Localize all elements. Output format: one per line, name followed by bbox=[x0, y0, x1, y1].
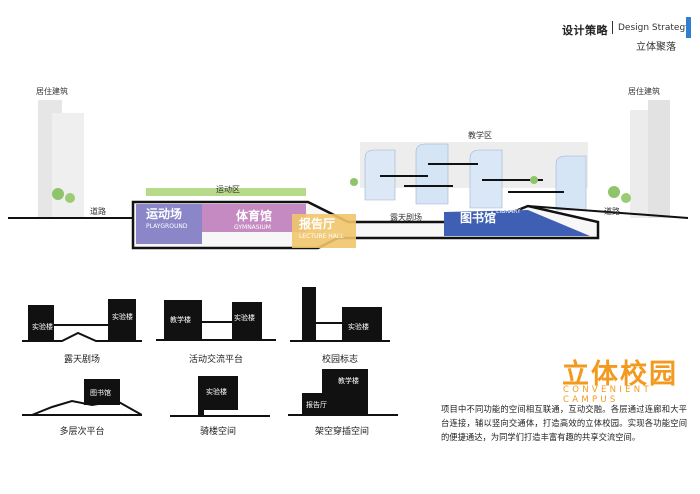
open-theater-label: 露天剧场 bbox=[390, 213, 422, 222]
thumb3-label-1: 实验楼 bbox=[348, 322, 369, 331]
tree-5 bbox=[350, 178, 358, 186]
thumb-campus-landmark: 实验楼 bbox=[290, 287, 390, 342]
thumb1-ground bbox=[22, 331, 142, 342]
zone-library-en: LIBRARY bbox=[496, 208, 521, 215]
zone-lecture-en: LECTURE HALL bbox=[299, 233, 344, 240]
campus-description: 项目中不同功能的空间相互联通，互动交融。各层通过连廊和大平台连接，辅以竖向交通体… bbox=[441, 404, 687, 442]
thumb-open-theater: 实验楼 实验楼 bbox=[22, 299, 142, 342]
tree-3 bbox=[608, 186, 620, 198]
zone-playground-cn: 运动场 bbox=[146, 207, 182, 221]
header-accent-bar bbox=[686, 17, 691, 38]
zone-gymnasium-cn: 体育馆 bbox=[236, 208, 272, 223]
thumb1-label-2: 实验楼 bbox=[112, 312, 133, 321]
header-subtitle: 立体聚落 bbox=[636, 42, 676, 53]
campus-title-en: CONVENIENT CAMPUS bbox=[563, 385, 652, 405]
thumb2-label-1: 教学楼 bbox=[170, 315, 191, 324]
zone-library-panel bbox=[444, 210, 590, 236]
teaching-building-4 bbox=[555, 155, 587, 211]
tree-1 bbox=[52, 188, 64, 200]
thumb-elevated-space: 教学楼 报告厅 bbox=[288, 369, 398, 416]
thumb4-label-1: 图书馆 bbox=[90, 388, 111, 397]
thumb2-caption: 活动交流平台 bbox=[188, 355, 243, 365]
teaching-building-2 bbox=[415, 143, 449, 205]
right-residential-tower-back bbox=[648, 100, 670, 218]
sports-area-label: 运动区 bbox=[216, 184, 240, 194]
thumb5-caption: 骑楼空间 bbox=[199, 427, 236, 437]
sports-field-green bbox=[146, 188, 306, 196]
road-right-label: 道路 bbox=[604, 206, 620, 216]
tree-2 bbox=[65, 193, 75, 203]
zone-library-cn: 图书馆 bbox=[460, 210, 496, 225]
thumb-multilevel-platform: 图书馆 bbox=[22, 379, 142, 416]
thumb1-block-left bbox=[28, 305, 54, 341]
zone-playground-en: PLAYGROUND bbox=[146, 223, 188, 230]
tree-4 bbox=[621, 193, 631, 203]
thumb5-label-1: 实验楼 bbox=[206, 387, 227, 396]
zone-playground-panel bbox=[136, 204, 202, 244]
zone-gymnasium-en: GYMNASIUM bbox=[234, 224, 271, 231]
zone-gymnasium-panel bbox=[202, 204, 306, 232]
thumb6-caption: 架空穿插空间 bbox=[314, 427, 369, 437]
thumb5-column bbox=[198, 410, 204, 416]
thumb5-block bbox=[198, 376, 238, 410]
thumb6-label-2: 报告厅 bbox=[306, 400, 327, 409]
thumb3-tower bbox=[302, 287, 316, 341]
thumb4-caption: 多层次平台 bbox=[59, 427, 105, 437]
header-separator bbox=[612, 21, 613, 34]
thumb-arcade-space: 实验楼 bbox=[170, 376, 270, 417]
campus-title: 立体校园 bbox=[562, 359, 678, 390]
thumb3-block bbox=[342, 307, 382, 341]
thumb1-caption: 露天剧场 bbox=[63, 355, 100, 365]
thumb6-block-low bbox=[302, 393, 334, 415]
thumb2-block-right bbox=[232, 302, 262, 340]
zone-lecture-cn: 报告厅 bbox=[299, 216, 335, 231]
road-left-label: 道路 bbox=[90, 206, 106, 216]
thumb1-label-1: 实验楼 bbox=[32, 322, 53, 331]
thumb3-caption: 校园标志 bbox=[321, 355, 358, 365]
thumb1-block-right bbox=[108, 299, 136, 341]
section-diagram: 运动场 PLAYGROUND 体育馆 GYMNASIUM 报告厅 LECTURE… bbox=[8, 86, 688, 250]
header-title-en: Design Strategy bbox=[618, 23, 691, 33]
tree-6 bbox=[530, 176, 538, 184]
left-residential-label: 居住建筑 bbox=[36, 86, 68, 96]
thumb-activity-platform: 教学楼 实验楼 bbox=[156, 300, 276, 341]
thumb6-label-1: 教学楼 bbox=[338, 376, 359, 385]
thumb2-block-left bbox=[164, 300, 202, 340]
thumb4-steps bbox=[31, 399, 142, 416]
right-residential-label: 居住建筑 bbox=[628, 86, 660, 96]
teaching-area-label: 教学区 bbox=[468, 130, 492, 140]
header-title: 设计策略 bbox=[562, 24, 608, 37]
zone-lecture-panel bbox=[292, 214, 356, 248]
thumb2-label-2: 实验楼 bbox=[234, 313, 255, 322]
